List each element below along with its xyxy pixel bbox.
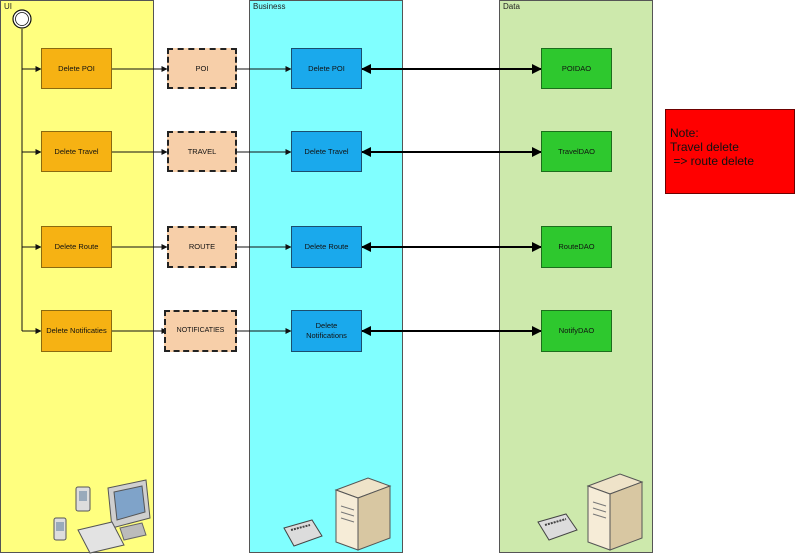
message-travel: TRAVEL [167,131,237,172]
data-label: TravelDAO [558,146,595,156]
note-line-3: => route delete [670,154,755,168]
message-label: ROUTE [188,242,216,251]
data-label: RouteDAO [558,242,595,251]
note-line-2: Travel delete [670,140,739,154]
ui-lane-title: UI [4,2,12,11]
start-node-icon [12,9,32,29]
data-poidao: POIDAO [541,48,612,89]
note-line-1: Note: [670,126,699,140]
business-label: Delete Route [304,242,349,251]
pda-icon [53,517,67,541]
message-route: ROUTE [167,226,237,268]
ui-action-delete-travel: Delete Travel [41,131,112,172]
business-lane: Business [249,0,403,553]
data-notifydao: NotifyDAO [541,310,612,352]
business-delete-notifications: Delete Notifications [291,310,362,352]
desktop-computer-icon [77,479,151,554]
business-lane-title: Business [253,2,286,11]
business-delete-route: Delete Route [291,226,362,268]
pda-icon [75,486,91,512]
message-poi: POI [167,48,237,89]
message-label: NOTIFICATIES [176,327,225,334]
server-tower-icon [586,473,644,551]
business-delete-poi: Delete POI [291,48,362,89]
note-box: Note: Travel delete => route delete [665,109,795,194]
business-label: Delete Travel [304,146,349,156]
message-label: TRAVEL [187,146,217,156]
network-hub-icon [283,519,323,547]
ui-action-delete-poi: Delete POI [41,48,112,89]
ui-action-delete-notificaties: Delete Notificaties [41,310,112,352]
ui-action-label: Delete Route [54,242,99,251]
ui-action-label: Delete Travel [54,146,99,156]
data-routedao: RouteDAO [541,226,612,268]
server-tower-icon [334,477,392,551]
ui-action-label: Delete POI [58,63,95,73]
data-lane: Data [499,0,653,553]
data-traveldao: TravelDAO [541,131,612,172]
business-label: Delete POI [308,63,345,73]
business-delete-travel: Delete Travel [291,131,362,172]
network-hub-icon [537,513,578,541]
message-notificaties: NOTIFICATIES [164,310,237,352]
data-label: NotifyDAO [558,326,595,335]
data-lane-title: Data [503,2,520,11]
ui-action-delete-route: Delete Route [41,226,112,268]
data-label: POIDAO [561,63,592,73]
ui-lane: UI [0,0,154,553]
message-label: POI [195,63,209,73]
business-label: Delete Notifications [306,321,347,340]
ui-action-label: Delete Notificaties [46,326,107,335]
